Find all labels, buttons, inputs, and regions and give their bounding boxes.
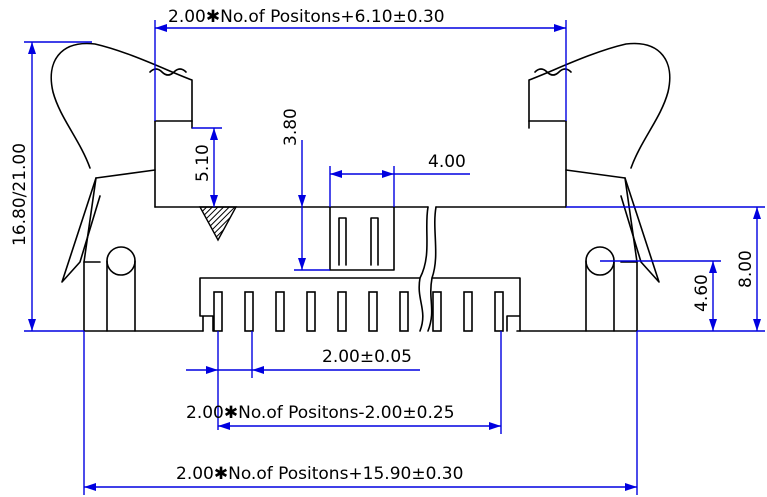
pin	[244, 291, 254, 332]
post-height-label: 4.60	[692, 274, 712, 312]
pin	[494, 291, 504, 332]
connector-outline	[50, 42, 671, 332]
pin	[213, 291, 223, 332]
pin-pitch-label: 2.00±0.05	[322, 347, 412, 367]
dimension-arrows	[28, 24, 761, 491]
pin	[463, 291, 473, 332]
pin-spacing-label: 4.00	[428, 152, 466, 172]
pin-row	[213, 291, 504, 332]
body-height-label: 8.00	[736, 250, 756, 288]
pin	[399, 291, 409, 332]
pin	[275, 291, 285, 332]
top-width-label: 2.00✱No.of Positons+6.10±0.30	[168, 7, 445, 27]
pin	[368, 291, 378, 332]
inner-span-label: 2.00✱No.of Positons-2.00±0.25	[186, 403, 455, 423]
overall-height-label: 16.80/21.00	[10, 143, 30, 246]
pin	[337, 291, 347, 332]
pin	[306, 291, 316, 332]
dimension-lines	[24, 20, 765, 495]
pin	[432, 291, 442, 332]
ejector-offset-label: 5.10	[193, 144, 213, 182]
pin-height-label: 3.80	[281, 108, 301, 146]
overall-width-label: 2.00✱No.of Positons+15.90±0.30	[176, 464, 463, 484]
